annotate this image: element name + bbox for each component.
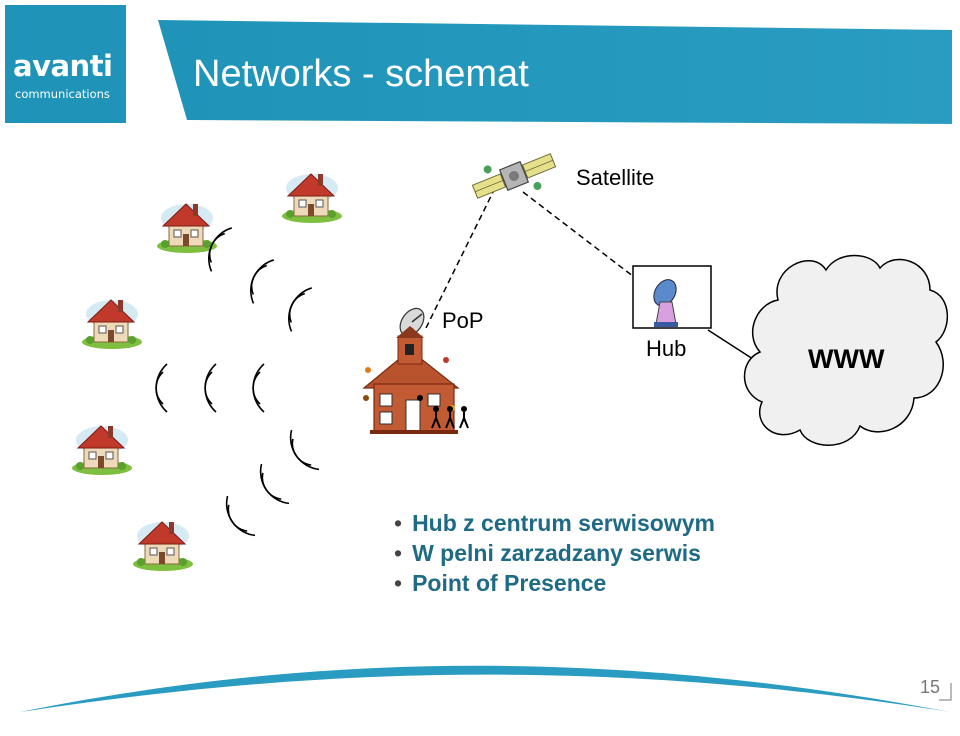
logo-wordmark: avanti: [13, 49, 113, 83]
wireless-signal-icon: [281, 429, 320, 477]
wireless-signal-icon: [217, 495, 256, 543]
hub-dish-icon: [653, 279, 678, 327]
bullet-text: Hub z centrum serwisowym: [412, 510, 715, 536]
bullet-text: Point of Presence: [412, 570, 607, 596]
company-logo: avanti communications: [5, 5, 126, 123]
bullet-list: • Hub z centrum serwisowym • W pelni zarza…: [394, 508, 715, 598]
footer-swoosh: [20, 665, 950, 712]
page-title: Networks - schemat: [193, 53, 529, 95]
wireless-signal-icon: [280, 282, 313, 333]
page-number: 15: [920, 677, 941, 697]
house-icon: [156, 203, 218, 254]
wireless-signal-icon: [204, 363, 217, 413]
page-corner: [939, 683, 952, 701]
satellite-icon: [471, 153, 557, 199]
link-satellite-pop: [424, 187, 496, 331]
wireless-signal-icon: [155, 363, 168, 413]
house-icon: [281, 173, 343, 224]
bullet-text: W pelni zarzadzany serwis: [412, 540, 701, 566]
www-cloud: [743, 254, 949, 446]
www-label: WWW: [808, 344, 885, 374]
bullet-item: • Point of Presence: [394, 568, 715, 598]
satellite-label: Satellite: [576, 165, 655, 190]
bullet-item: • W pelni zarzadzany serwis: [394, 538, 715, 568]
bullet-dot-icon: •: [394, 510, 403, 536]
bullet-dot-icon: •: [394, 570, 403, 596]
wireless-signal-icon: [242, 254, 275, 305]
house-icon: [81, 299, 143, 350]
hub-label: Hub: [646, 336, 687, 361]
house-icon: [71, 425, 133, 476]
school-building-icon: [362, 326, 469, 434]
wireless-signal-icon: [251, 463, 290, 511]
bullet-dot-icon: •: [394, 540, 403, 566]
title-banner: [158, 20, 952, 124]
bullet-item: • Hub z centrum serwisowym: [394, 508, 715, 538]
logo-tagline: communications: [15, 87, 110, 101]
wireless-signal-icon: [252, 363, 265, 413]
pop-label: PoP: [442, 308, 484, 333]
link-satellite-hub: [522, 191, 639, 281]
house-icon: [132, 521, 194, 572]
